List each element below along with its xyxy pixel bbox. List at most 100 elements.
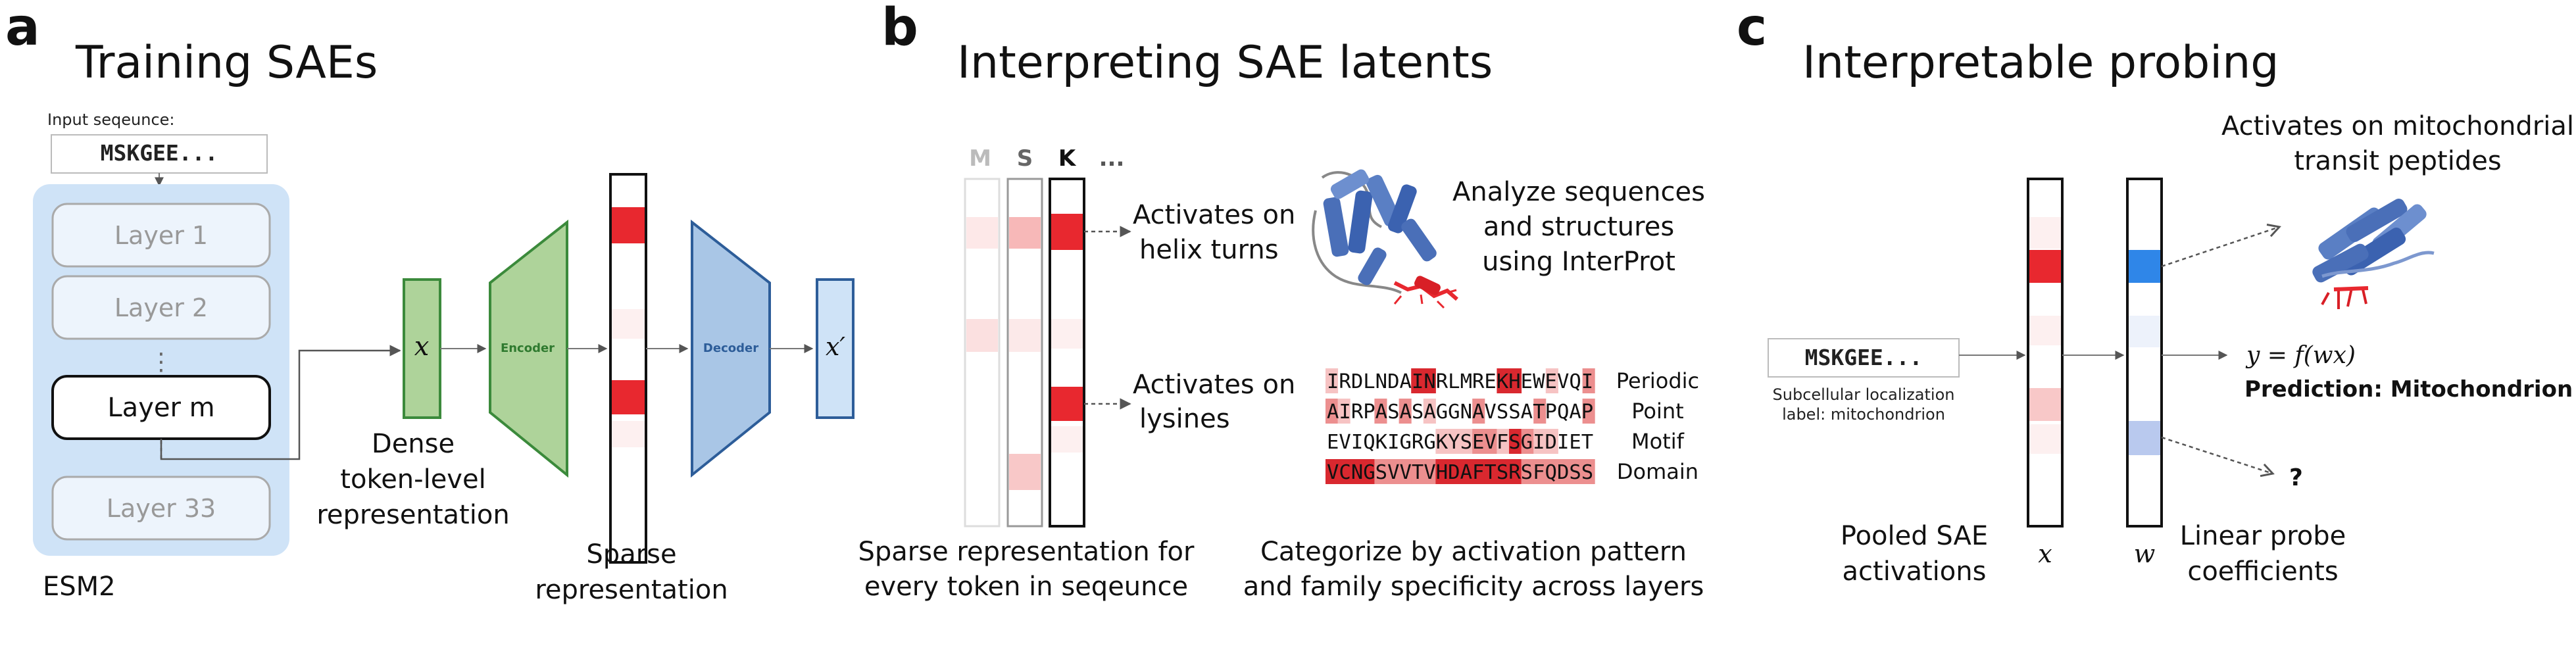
k-cell-active-2: [1051, 387, 1083, 421]
s-cell-3: [1009, 454, 1041, 490]
m-cell-1: [966, 217, 998, 249]
sparse-cell-active-1: [612, 207, 645, 243]
sparse-cell-faint-1: [612, 309, 645, 339]
protein-structure-image: [1312, 169, 1458, 309]
panel-c: c Interpretable probing MSKGEE... Subcel…: [1737, 0, 2574, 587]
dense-label-line-1: Dense: [372, 429, 455, 459]
s-cell-1: [1009, 217, 1041, 249]
residue-highlight: [1582, 459, 1595, 484]
k-cell-faint-1: [1051, 319, 1083, 349]
reconstructed-x-box: [816, 278, 855, 419]
categorize-caption-line-1: Categorize by activation pattern: [1260, 537, 1687, 567]
x-cell-active-1: [2029, 250, 2061, 283]
column-header-s: S: [1017, 145, 1033, 172]
sequence-text: IRDLNDAINRLMREKHEWEVQI: [1327, 370, 1593, 393]
sequence-category-label: Point: [1631, 399, 1683, 424]
mito-arrow: [2161, 223, 2281, 268]
residue-highlight: [1399, 459, 1412, 484]
residue-highlight: [1582, 399, 1595, 424]
k-cell-faint-2: [1051, 426, 1083, 453]
sequence-category-label: Motif: [1631, 429, 1685, 454]
column-header-more: ...: [1099, 145, 1125, 172]
layer-2-box: [51, 275, 271, 340]
residue-highlight: [1509, 429, 1522, 454]
sparse-label-line-1: Sparse: [586, 539, 676, 570]
layer-m-label: Layer m: [107, 393, 214, 423]
residue-highlight: [1350, 459, 1363, 484]
sequence-text: EVIQKIGRGKYSEVFSGIDIET: [1327, 431, 1593, 454]
w-cell-medium-1: [2129, 421, 2160, 455]
residue-highlight: [1545, 368, 1558, 393]
sparse-label-line-2: representation: [535, 575, 728, 605]
sequence-text: VCNGSVVTVHDAFTSRSFQDSS: [1327, 461, 1593, 484]
panel-a: a Training SAEs Input seqeunce: MSKGEE..…: [5, 0, 855, 605]
residue-highlight: [1472, 459, 1485, 484]
layer-ellipsis: ⋮: [149, 349, 173, 376]
residue-highlight: [1509, 459, 1522, 484]
dense-label-line-3: representation: [316, 500, 509, 530]
layer-33-label: Layer 33: [107, 494, 216, 523]
mito-label-line-1: Activates on mitochondrial: [2221, 111, 2574, 141]
residue-highlight: [1435, 429, 1449, 454]
interprot-label-line-2: and structures: [1483, 212, 1674, 242]
residue-highlight: [1472, 429, 1485, 454]
panel-a-letter: a: [5, 0, 40, 57]
k-cell-active-1: [1051, 214, 1083, 250]
probe-input-box: [1768, 338, 1960, 378]
residue-highlight: [1484, 459, 1497, 484]
categorize-caption-line-2: and family specificity across layers: [1243, 572, 1704, 602]
residue-highlight: [1423, 459, 1436, 484]
probe-label-line-2: coefficients: [2187, 556, 2338, 587]
sparse-caption-line-1: Sparse representation for: [858, 537, 1195, 567]
lysine-label-line-2: lysines: [1139, 404, 1230, 434]
probe-equation: y = f(wx): [2245, 342, 2356, 369]
x-cell-faint-3: [2029, 424, 2061, 454]
decoder-label: Decoder: [703, 341, 758, 355]
residue-highlight: [1374, 459, 1387, 484]
sequence-text: AIRPASASAGGNAVSSATPQAP: [1327, 401, 1593, 424]
x-cell-medium-1: [2029, 388, 2061, 421]
input-sequence-text: MSKGEE...: [101, 140, 218, 166]
residue-highlight: [1423, 399, 1436, 424]
layer-2-label: Layer 2: [114, 293, 208, 322]
residue-highlight: [1521, 429, 1534, 454]
activation-sequences: IRDLNDAINRLMREKHEWEVQI PeriodicAIRPASASAG…: [1325, 368, 1699, 484]
residue-highlight: [1325, 399, 1339, 424]
w-cell-faint-1: [2129, 316, 2160, 347]
residue-highlight: [1325, 368, 1339, 393]
residue-highlight: [1399, 399, 1412, 424]
probe-label-line-1: Linear probe: [2180, 521, 2346, 551]
residue-highlight: [1362, 459, 1375, 484]
column-header-k: K: [1058, 145, 1077, 172]
sequence-category-label: Domain: [1617, 459, 1698, 484]
x-cell-faint-2: [2029, 316, 2061, 345]
layer-1-label: Layer 1: [114, 221, 208, 250]
mito-label-line-2: transit peptides: [2294, 146, 2501, 176]
residue-highlight: [1545, 459, 1558, 484]
sequence-category-label: Periodic: [1616, 368, 1699, 393]
layer-33-box: [51, 476, 271, 541]
probe-w-symbol: w: [2134, 539, 2156, 568]
residue-highlight: [1533, 429, 1547, 454]
residue-highlight: [1582, 368, 1595, 393]
helix-label-line-1: Activates on: [1133, 200, 1295, 230]
residue-highlight: [1435, 459, 1449, 484]
s-cell-2: [1009, 319, 1041, 352]
residue-highlight: [1460, 429, 1473, 454]
residue-highlight: [1325, 459, 1339, 484]
panel-b-title: Interpreting SAE latents: [957, 37, 1493, 89]
pooled-label-line-2: activations: [1843, 556, 1987, 587]
dense-x-symbol: x: [414, 332, 430, 362]
residue-highlight: [1411, 459, 1424, 484]
layer-m-connector: [160, 345, 401, 460]
encoder-block: [489, 219, 568, 478]
residue-highlight: [1497, 429, 1510, 454]
input-sequence-box: [51, 134, 268, 174]
residue-highlight: [1448, 429, 1461, 454]
residue-highlight: [1411, 368, 1424, 393]
residue-highlight: [1448, 459, 1461, 484]
pooled-x-symbol: x: [2038, 539, 2052, 568]
input-sequence-label: Input seqeunce:: [47, 110, 175, 129]
sparse-cell-active-2: [612, 380, 645, 414]
